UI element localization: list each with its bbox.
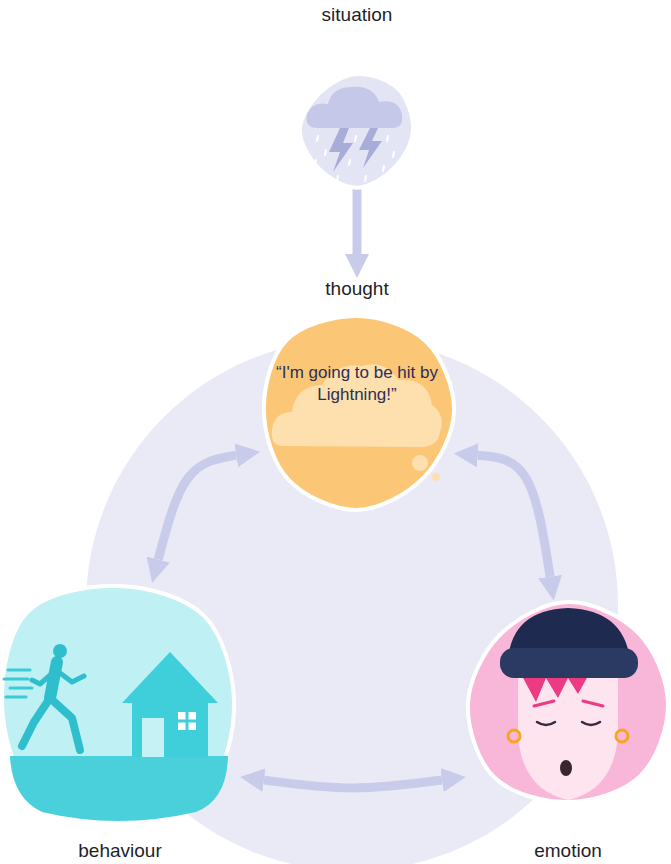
node-label: emotion <box>466 840 670 862</box>
behaviour-node: behaviour <box>0 582 240 864</box>
emotion-node: emotion <box>466 600 670 864</box>
blob-shape <box>2 586 234 818</box>
cycle-arrow <box>264 780 442 788</box>
thought-quote: “I'm going to be hit by Lightning!” <box>272 362 442 406</box>
node-label: behaviour <box>0 840 240 862</box>
blob-shape <box>468 602 668 802</box>
blob-shape <box>264 316 454 510</box>
blob-shape <box>300 74 413 188</box>
cycle-arrow <box>353 188 362 254</box>
node-label: situation <box>300 4 414 26</box>
cycle-arrow <box>158 455 236 559</box>
blob-outline <box>466 600 670 864</box>
bubble-dot <box>432 473 440 481</box>
cycle-arrow <box>478 455 550 576</box>
blob-outline <box>0 582 240 864</box>
node-label: thought <box>258 278 456 300</box>
blob-outline <box>300 4 414 188</box>
situation-node: situation <box>300 4 414 188</box>
thought-node: thought “I'm going to be hit by Lightning… <box>258 278 456 510</box>
